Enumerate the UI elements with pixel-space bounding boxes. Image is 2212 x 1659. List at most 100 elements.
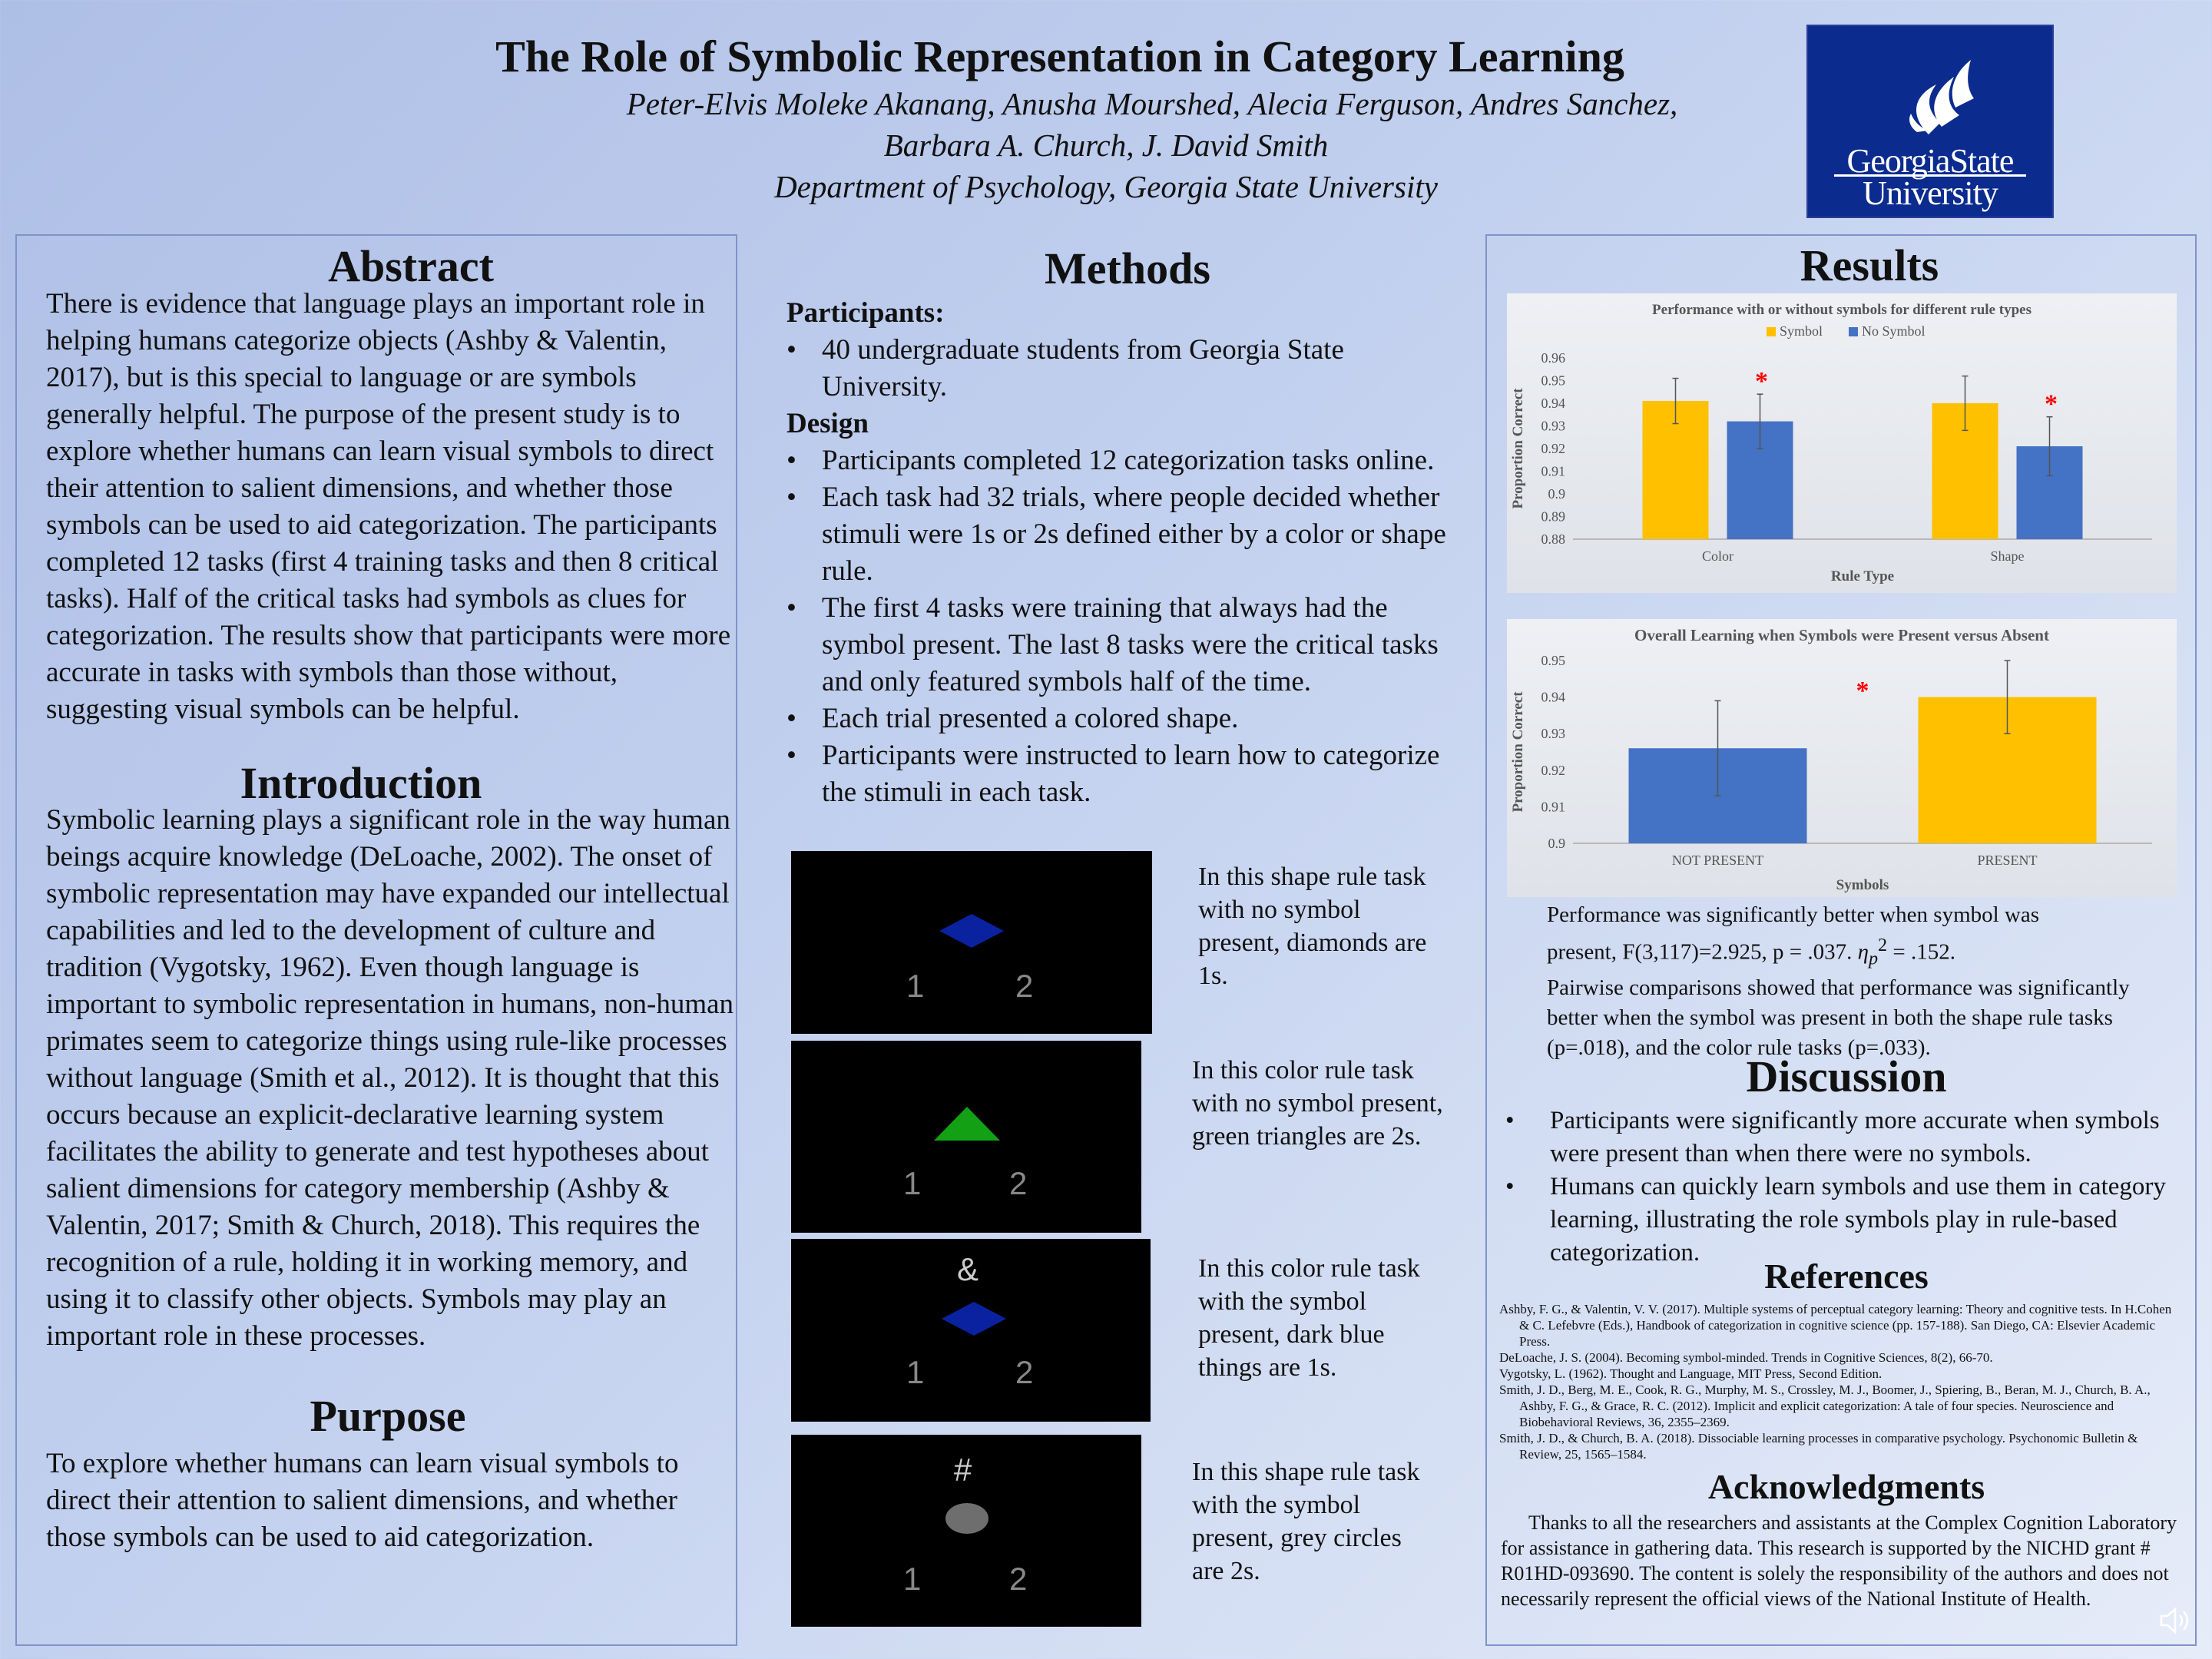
participants-label: Participants:	[786, 297, 945, 329]
list-item: Participants were significantly more acc…	[1505, 1104, 2181, 1171]
significance-marker: *	[1755, 367, 1768, 396]
y-tick-label: 0.91	[1541, 464, 1566, 479]
reference-item: DeLoache, J. S. (2004). Becoming symbol-…	[1499, 1350, 1993, 1365]
stimulus-example-1: 1 2	[791, 851, 1152, 1034]
participants-list: 40 undergraduate students from Georgia S…	[786, 332, 1447, 406]
design-label: Design	[786, 408, 869, 439]
significance-marker: *	[1856, 677, 1869, 705]
legend-label: Symbol	[1780, 323, 1823, 339]
x-axis-title: Symbols	[1836, 877, 1889, 893]
stimulus-shape-2	[934, 1107, 1000, 1141]
y-tick-label: 0.92	[1541, 763, 1566, 778]
stimulus-example-4: # 1 2	[791, 1435, 1141, 1627]
abstract-heading: Abstract	[328, 241, 494, 291]
chart-rule-type-svg: Performance with or without symbols for …	[1510, 302, 2152, 584]
stats-effect-size: = .152.	[1887, 939, 1955, 965]
references-heading: References	[1764, 1257, 1929, 1296]
legend-swatch	[1767, 327, 1776, 336]
acknowledgments-text: Thanks to all the researchers and assist…	[1501, 1512, 2177, 1610]
purpose-heading: Purpose	[310, 1391, 466, 1441]
list-item: 40 undergraduate students from Georgia S…	[786, 332, 1447, 406]
legend-label: No Symbol	[1862, 323, 1926, 339]
legend-swatch	[1849, 327, 1858, 336]
design-list: Participants completed 12 categorization…	[786, 442, 1447, 811]
abstract-text: There is evidence that language plays an…	[46, 288, 731, 725]
reference-item: Vygotsky, L. (1962). Thought and Languag…	[1499, 1366, 1883, 1381]
list-item: Each trial presented a colored shape.	[786, 700, 1447, 737]
stimulus-example-2: 1 2	[791, 1041, 1141, 1233]
stimulus-caption-1: In this shape rule task with no symbol p…	[1198, 863, 1427, 990]
reference-item: Smith, J. D., Berg, M. E., Cook, R. G., …	[1499, 1382, 2151, 1429]
category-label-1: 1	[906, 1354, 925, 1390]
category-label-1: 1	[906, 968, 925, 1004]
symbol-cue: #	[954, 1452, 972, 1488]
symbol-cue: &	[957, 1251, 979, 1287]
stats-line-1: Performance was significantly better whe…	[1547, 902, 2040, 927]
y-axis-title: Proportion Correct	[1510, 691, 1526, 813]
reference-item: Smith, J. D., & Church, B. A. (2018). Di…	[1499, 1431, 2138, 1462]
chart-symbols-present: Overall Learning when Symbols were Prese…	[1507, 619, 2177, 897]
x-tick-label: Shape	[1991, 548, 2025, 564]
chart-title: Performance with or without symbols for …	[1652, 302, 2032, 318]
list-item: Participants were instructed to learn ho…	[786, 737, 1447, 811]
methods-heading: Methods	[1045, 243, 1210, 293]
speaker-icon[interactable]	[2158, 1605, 2194, 1636]
y-tick-label: 0.95	[1541, 373, 1566, 389]
stimulus-caption-2: In this color rule task with no symbol p…	[1192, 1056, 1443, 1151]
purpose-text: To explore whether humans can learn visu…	[46, 1448, 679, 1553]
stimulus-example-3: & 1 2	[791, 1239, 1151, 1422]
x-tick-label: PRESENT	[1977, 853, 2037, 868]
category-label-2: 2	[1015, 968, 1034, 1004]
results-heading: Results	[1800, 240, 1939, 290]
authors-line-2: Barbara A. Church, J. David Smith	[883, 127, 1329, 163]
list-item: Humans can quickly learn symbols and use…	[1505, 1171, 2181, 1270]
right-panel	[1485, 234, 2197, 1646]
list-item: Participants completed 12 categorization…	[786, 442, 1447, 479]
list-item: Each task had 32 trials, where people de…	[786, 479, 1447, 590]
reference-item: Ashby, F. G., & Valentin, V. V. (2017). …	[1499, 1302, 2172, 1349]
y-tick-label: 0.88	[1541, 531, 1566, 547]
ellipse-shape	[945, 1503, 988, 1534]
y-tick-label: 0.93	[1541, 419, 1566, 434]
list-item: The first 4 tasks were training that alw…	[786, 590, 1447, 700]
y-tick-label: 0.9	[1548, 486, 1566, 502]
left-panel	[15, 234, 737, 1646]
poster-title: The Role of Symbolic Representation in C…	[495, 31, 1624, 81]
y-tick-label: 0.93	[1541, 726, 1566, 741]
y-tick-label: 0.9	[1548, 836, 1566, 851]
stimulus-shape-4	[945, 1503, 988, 1534]
stimulus-shape-1	[939, 914, 1004, 948]
diamond-shape	[939, 914, 1004, 948]
chart-title: Overall Learning when Symbols were Prese…	[1634, 626, 2049, 644]
x-axis-title: Rule Type	[1831, 568, 1894, 584]
stats-f-value: present, F(3,117)=2.925, p = .037.	[1547, 939, 1858, 965]
department: Department of Psychology, Georgia State …	[774, 169, 1438, 204]
category-label-2: 2	[1015, 1354, 1034, 1390]
chart-symbols-present-svg: Overall Learning when Symbols were Prese…	[1510, 626, 2152, 893]
logo-text-line-2: University	[1863, 174, 1998, 212]
methods-body: Participants: 40 undergraduate students …	[786, 295, 1447, 811]
triangle-shape	[934, 1107, 1000, 1141]
stimulus-caption-4: In this shape rule task with the symbol …	[1192, 1458, 1420, 1585]
stimulus-shape-3	[942, 1302, 1006, 1336]
y-axis-title: Proportion Correct	[1510, 388, 1526, 509]
chart-rule-type: Performance with or without symbols for …	[1507, 293, 2177, 593]
discussion-heading: Discussion	[1746, 1051, 1947, 1101]
y-tick-label: 0.96	[1541, 350, 1566, 366]
x-tick-label: Color	[1702, 548, 1734, 564]
y-tick-label: 0.91	[1541, 799, 1566, 814]
author-block: Peter-Elvis Moleke Akanang, Anusha Mours…	[0, 83, 2212, 207]
flame-icon	[1909, 60, 1974, 134]
y-tick-label: 0.92	[1541, 441, 1566, 456]
references-list: Ashby, F. G., & Valentin, V. V. (2017). …	[1499, 1301, 2175, 1462]
diamond-shape	[942, 1302, 1006, 1336]
x-tick-label: NOT PRESENT	[1672, 853, 1763, 868]
logo-rule	[1834, 174, 2026, 177]
acknowledgments-heading: Acknowledgments	[1707, 1467, 1985, 1506]
eta-superscript: 2	[1878, 935, 1888, 955]
eta-symbol: η	[1857, 939, 1869, 965]
introduction-heading: Introduction	[240, 758, 482, 808]
eta-subscript: p	[1868, 948, 1879, 969]
gsu-logo: GeorgiaState University	[1806, 25, 2054, 218]
y-tick-label: 0.89	[1541, 509, 1566, 525]
